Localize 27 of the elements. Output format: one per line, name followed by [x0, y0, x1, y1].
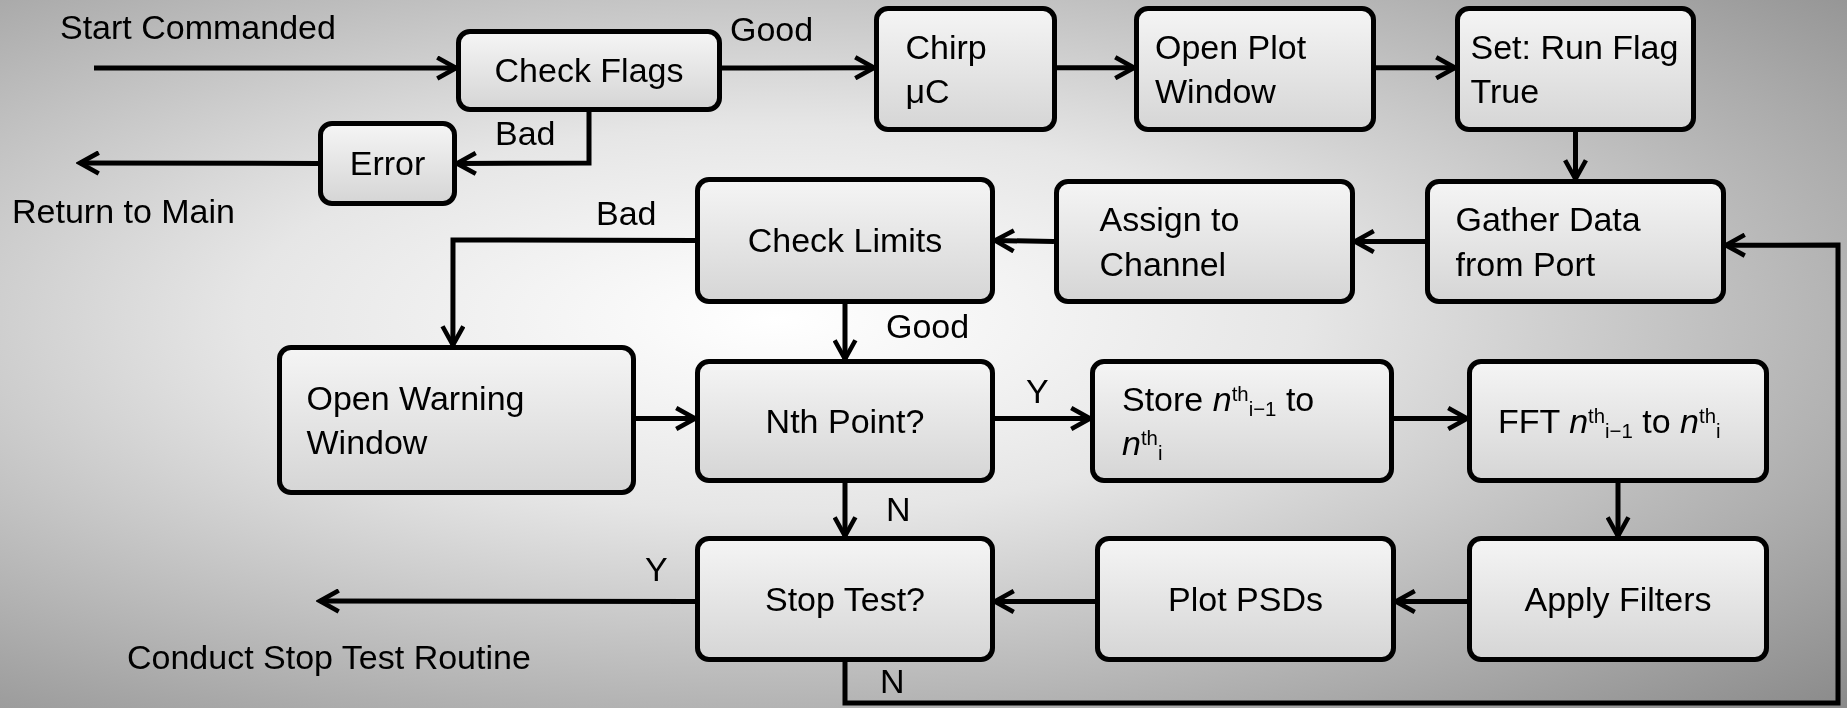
process-box: Gather Data from Port — [1425, 179, 1726, 304]
process-box: Assign to Channel — [1054, 179, 1355, 304]
edge-label: N — [886, 492, 911, 526]
process-box: Open Warning Window — [277, 345, 636, 495]
arrow — [317, 588, 695, 614]
process-box: Check Flags — [456, 29, 722, 112]
process-box: Set: Run Flag True — [1455, 6, 1696, 132]
process-box: Apply Filters — [1467, 536, 1769, 662]
edge-label: Good — [886, 309, 970, 343]
process-box: Stop Test? — [695, 536, 995, 662]
note-text: Conduct Stop Test Routine — [127, 640, 531, 674]
edge-label: Good — [730, 12, 814, 46]
process-box: Plot PSDs — [1095, 536, 1396, 662]
process-box: Check Limits — [695, 177, 995, 304]
edge-label: N — [880, 664, 905, 698]
process-box: Error — [318, 121, 457, 206]
edge-label: Bad — [495, 116, 556, 150]
edge-label: Bad — [596, 196, 657, 230]
process-box: Open Plot Window — [1134, 6, 1376, 132]
edge-label: Y — [1026, 374, 1049, 408]
edge-label: Y — [645, 552, 668, 586]
arrow — [842, 232, 1841, 706]
arrow — [77, 150, 318, 176]
edge-label: Start Commanded — [60, 10, 336, 44]
process-box: Nth Point? — [695, 359, 995, 483]
process-box: Chirp μC — [874, 6, 1057, 132]
edge-label: Return to Main — [12, 194, 235, 228]
